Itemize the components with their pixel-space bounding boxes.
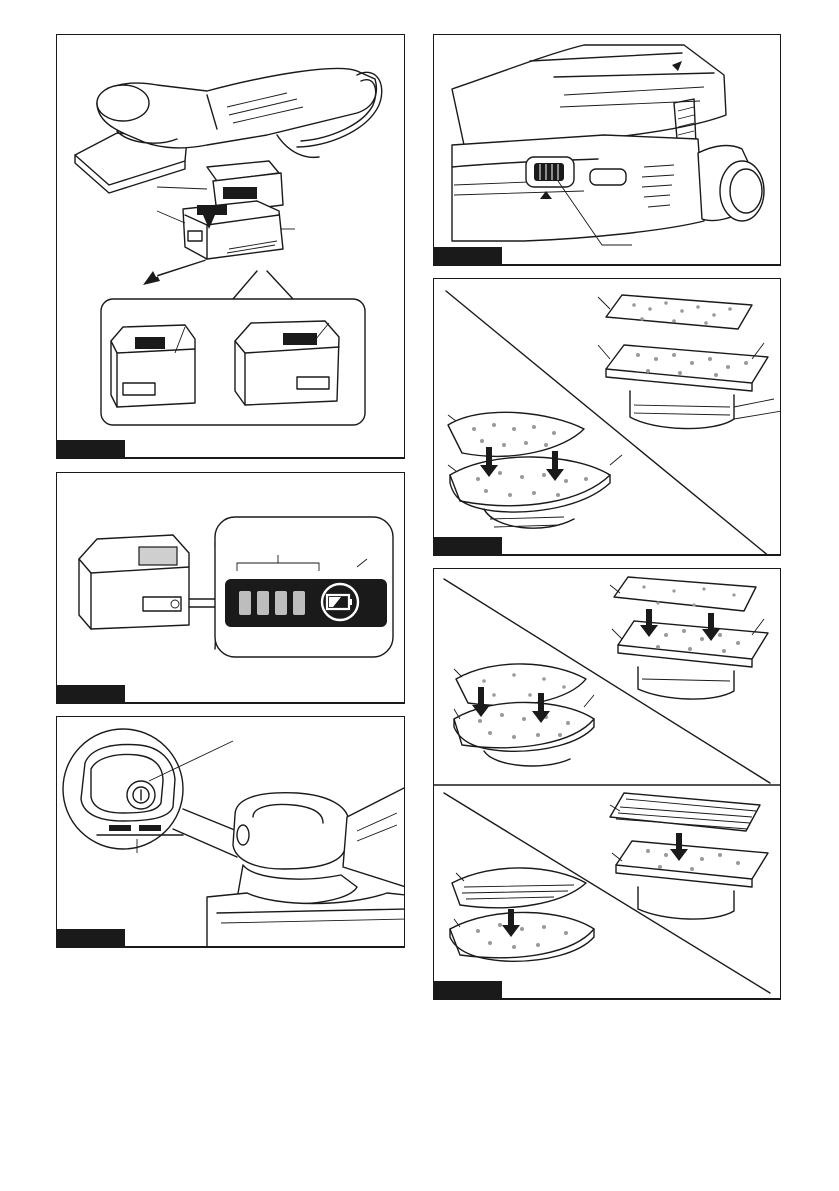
figure-battery-indicator: [56, 472, 405, 704]
figure-divider: [125, 457, 404, 458]
battery-indicator-illustration: [57, 473, 405, 704]
figure-divider: [502, 264, 780, 265]
check-button-illustration: [57, 717, 405, 948]
figure-divider: [125, 702, 404, 703]
figure-speed-dial: [433, 34, 781, 266]
figure-divider: [502, 554, 780, 555]
figure-check-button: [56, 716, 405, 948]
figure-divider: [502, 998, 780, 999]
pad-attach-illustration: [434, 279, 781, 556]
speed-dial-illustration: [434, 35, 781, 266]
figure-number-tab: [57, 440, 125, 458]
figure-divider: [125, 946, 404, 947]
figure-number-tab: [57, 929, 125, 947]
figure-battery-removal: [56, 34, 405, 459]
figure-paper-attachment: [433, 568, 781, 1000]
figure-pad-attachment: [433, 278, 781, 556]
figure-number-tab: [434, 537, 502, 555]
figure-number-tab: [57, 685, 125, 703]
battery-removal-illustration: [57, 35, 405, 459]
figure-number-tab: [434, 981, 502, 999]
paper-attach-illustration: [434, 569, 781, 1000]
figure-number-tab: [434, 247, 502, 265]
